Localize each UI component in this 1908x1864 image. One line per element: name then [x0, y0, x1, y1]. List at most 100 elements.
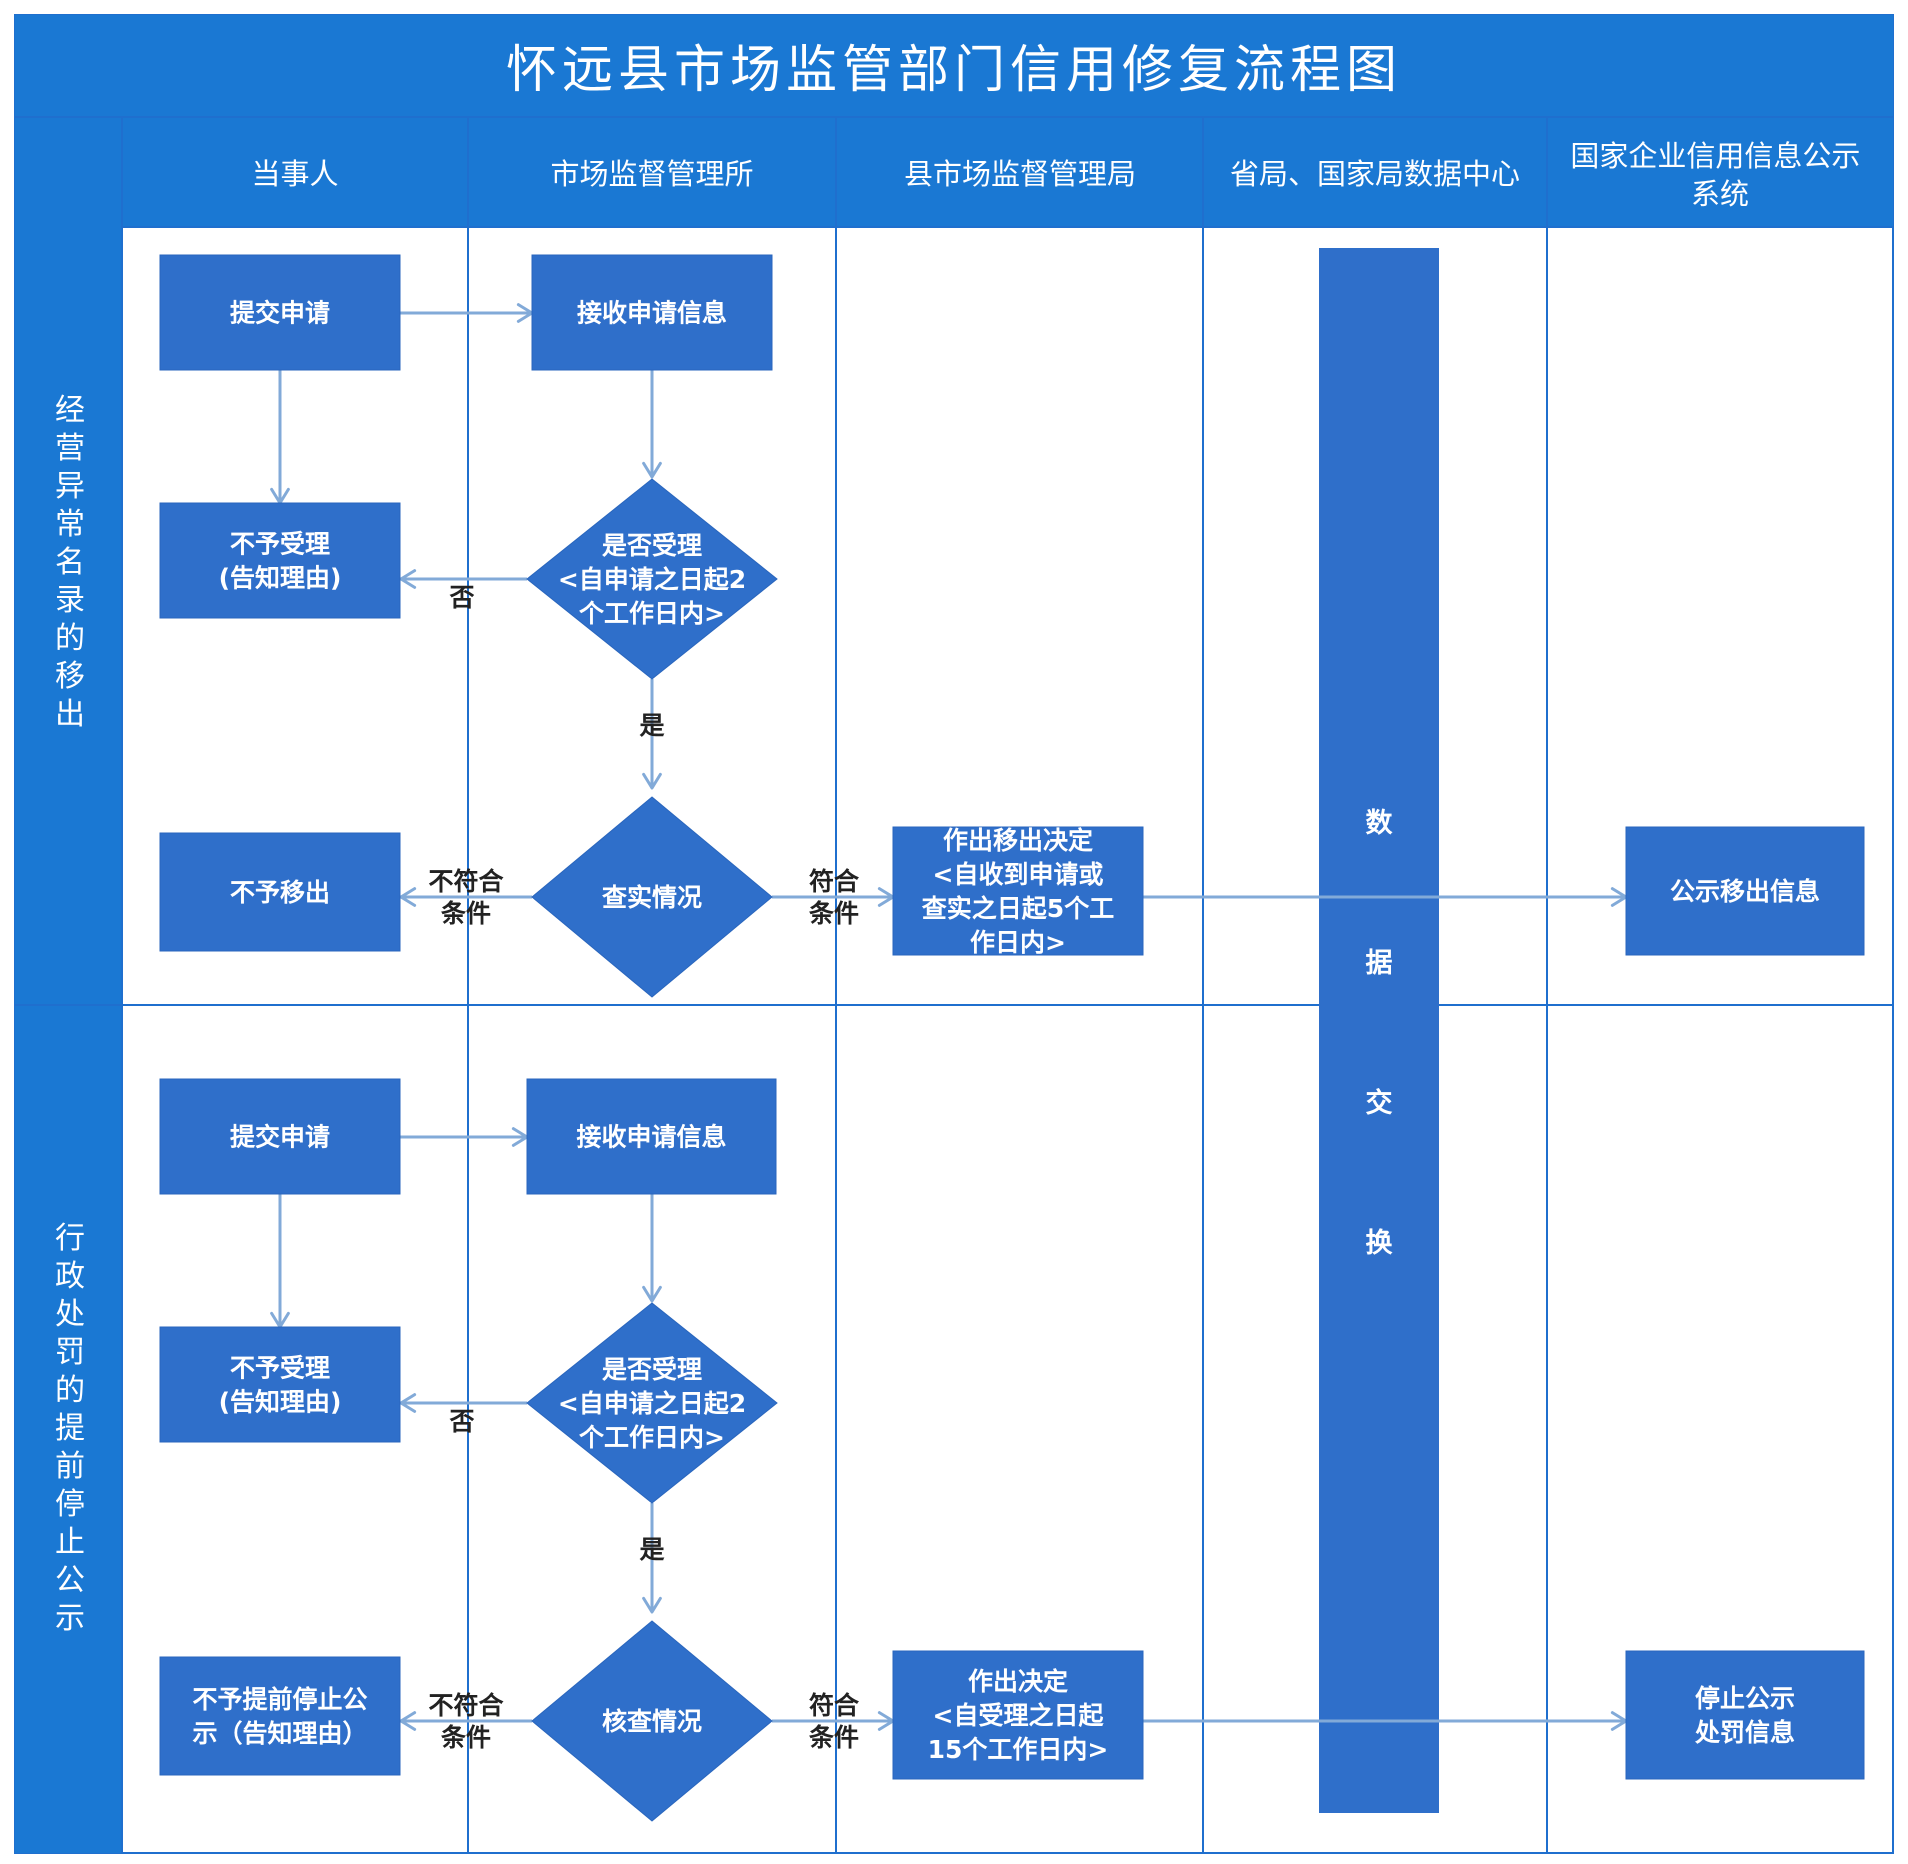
edge-label-met: 符合条件	[809, 867, 860, 928]
node-reject-acceptance-text: 不予受理(告知理由)	[219, 1354, 342, 1417]
node-deny-text: 不予移出	[230, 878, 330, 907]
node-make-decision-text: 作出移出决定<自收到申请或查实之日起5个工作日内>	[922, 826, 1114, 957]
edge-label-not-met-line: 条件	[441, 899, 491, 928]
edge-label-yes: 是	[639, 1535, 664, 1564]
node-accept-decision-text-line: 个工作日内>	[579, 599, 725, 628]
node-reject-acceptance-shape	[159, 502, 401, 619]
node-publish-shape	[1625, 1650, 1865, 1780]
row-label-char: 名	[55, 545, 85, 580]
data-exchange-bus	[1319, 248, 1439, 1813]
node-submit-application: 提交申请	[159, 254, 401, 371]
row-label-char: 录	[55, 583, 85, 618]
edge-label-not-met-line: 条件	[441, 1723, 491, 1752]
node-make-decision-text-line: 15个工作日内>	[928, 1735, 1109, 1764]
edge-label-no: 否	[448, 1407, 474, 1436]
lane-header-credit-system-line: 国家企业信用信息公示	[1570, 139, 1860, 173]
node-receive-application: 接收申请信息	[526, 1078, 777, 1195]
node-publish-text: 停止公示处罚信息	[1694, 1684, 1795, 1747]
row-label-char: 经	[55, 393, 85, 428]
row-label-char: 行	[55, 1221, 85, 1256]
arrow-check-to-deny	[399, 887, 532, 907]
row-label-char: 止	[55, 1525, 85, 1560]
node-make-decision-shape	[892, 826, 1144, 956]
row-label-char: 移	[55, 659, 85, 694]
edge-label-no-line: 否	[448, 583, 474, 612]
node-submit-application: 提交申请	[159, 1078, 401, 1195]
node-check-situation: 查实情况	[531, 796, 773, 998]
edge-label-yes-line: 是	[639, 1535, 664, 1564]
node-accept-decision-text-line: <自申请之日起2	[558, 1389, 746, 1418]
node-receive-application-text-line: 接收申请信息	[576, 1123, 726, 1152]
arrow-check-to-deny-head	[399, 1711, 417, 1731]
edge-label-yes-line: 是	[639, 711, 664, 740]
node-make-decision: 作出移出决定<自收到申请或查实之日起5个工作日内>	[892, 826, 1144, 957]
row-label-char: 政	[55, 1259, 85, 1294]
arrow-receive-to-decision	[642, 1194, 662, 1303]
node-deny-text-line: 不予移出	[230, 878, 330, 907]
node-accept-decision-text-line: 是否受理	[602, 1355, 702, 1384]
node-submit-application-text-line: 提交申请	[230, 1123, 330, 1152]
edge-label-not-met-line: 不符合	[428, 867, 504, 896]
lane-header-credit-system-line: 系统	[1691, 177, 1749, 211]
row-label-char: 罚	[55, 1335, 85, 1370]
node-deny-text-line: 不予提前停止公	[192, 1685, 367, 1714]
node-check-situation-shape	[531, 796, 773, 998]
node-accept-decision-text-line: 是否受理	[602, 531, 702, 560]
data-exchange-char: 数	[1366, 808, 1394, 839]
edge-label-met: 符合条件	[809, 1691, 860, 1752]
node-accept-decision-text-line: 个工作日内>	[579, 1423, 725, 1452]
node-deny-shape	[159, 832, 401, 952]
diagram-title: 怀远县市场监管部门信用修复流程图	[506, 41, 1402, 100]
row-label-band	[15, 117, 122, 1853]
node-submit-application-text: 提交申请	[230, 1123, 330, 1152]
data-exchange-char: 换	[1366, 1228, 1394, 1259]
arrow-decision-to-check-head	[642, 1596, 662, 1614]
node-receive-application-text: 接收申请信息	[576, 1123, 726, 1152]
node-publish-text-line: 处罚信息	[1694, 1718, 1795, 1747]
arrow-check-to-deny	[399, 1711, 532, 1731]
row-label-char: 前	[55, 1449, 85, 1484]
arrow-decision-to-reject	[399, 569, 527, 589]
arrow-decision-to-reject	[399, 1393, 527, 1413]
node-publish-text-line: 公示移出信息	[1670, 877, 1820, 906]
node-reject-acceptance-text: 不予受理(告知理由)	[219, 530, 342, 593]
node-reject-acceptance-text-line: (告知理由)	[219, 1388, 342, 1417]
node-submit-application-text-line: 提交申请	[230, 299, 330, 328]
node-submit-application-shape	[159, 254, 401, 371]
title-bar	[15, 15, 1893, 117]
node-check-situation-text-line: 查实情况	[602, 883, 702, 912]
row-label-char: 处	[55, 1297, 85, 1332]
row-label-char: 示	[55, 1601, 85, 1636]
arrow-receive-to-decision-head	[642, 461, 662, 479]
node-deny-text: 不予提前停止公示（告知理由）	[192, 1685, 367, 1748]
row-label-char: 公	[55, 1563, 85, 1598]
node-reject-acceptance-shape	[159, 1326, 401, 1443]
edge-label-not-met: 不符合条件	[428, 867, 504, 928]
node-make-decision-text-line: <自收到申请或	[933, 860, 1104, 889]
row-label-char: 出	[55, 697, 85, 732]
node-make-decision-text-line: 查实之日起5个工	[922, 894, 1114, 923]
row-label-char: 的	[55, 621, 85, 656]
arrow-receive-to-decision	[642, 370, 662, 479]
node-reject-acceptance-text-line: 不予受理	[230, 530, 330, 559]
node-submit-application-text: 提交申请	[230, 299, 330, 328]
node-receive-application-shape	[531, 254, 773, 371]
row-label-char: 的	[55, 1373, 85, 1408]
node-deny: 不予提前停止公示（告知理由）	[159, 1656, 401, 1776]
node-accept-decision-shape	[526, 478, 778, 680]
node-accept-decision-text: 是否受理 <自申请之日起2 个工作日内>	[558, 1355, 746, 1452]
node-publish-text: 公示移出信息	[1670, 877, 1820, 906]
node-receive-application-text-line: 接收申请信息	[577, 299, 727, 328]
node-make-decision-text-line: 作日内>	[970, 928, 1066, 957]
node-receive-application: 接收申请信息	[531, 254, 773, 371]
edge-label-no-line: 否	[448, 1407, 474, 1436]
data-exchange-char: 交	[1366, 1087, 1393, 1119]
data-exchange-char: 据	[1366, 948, 1393, 979]
